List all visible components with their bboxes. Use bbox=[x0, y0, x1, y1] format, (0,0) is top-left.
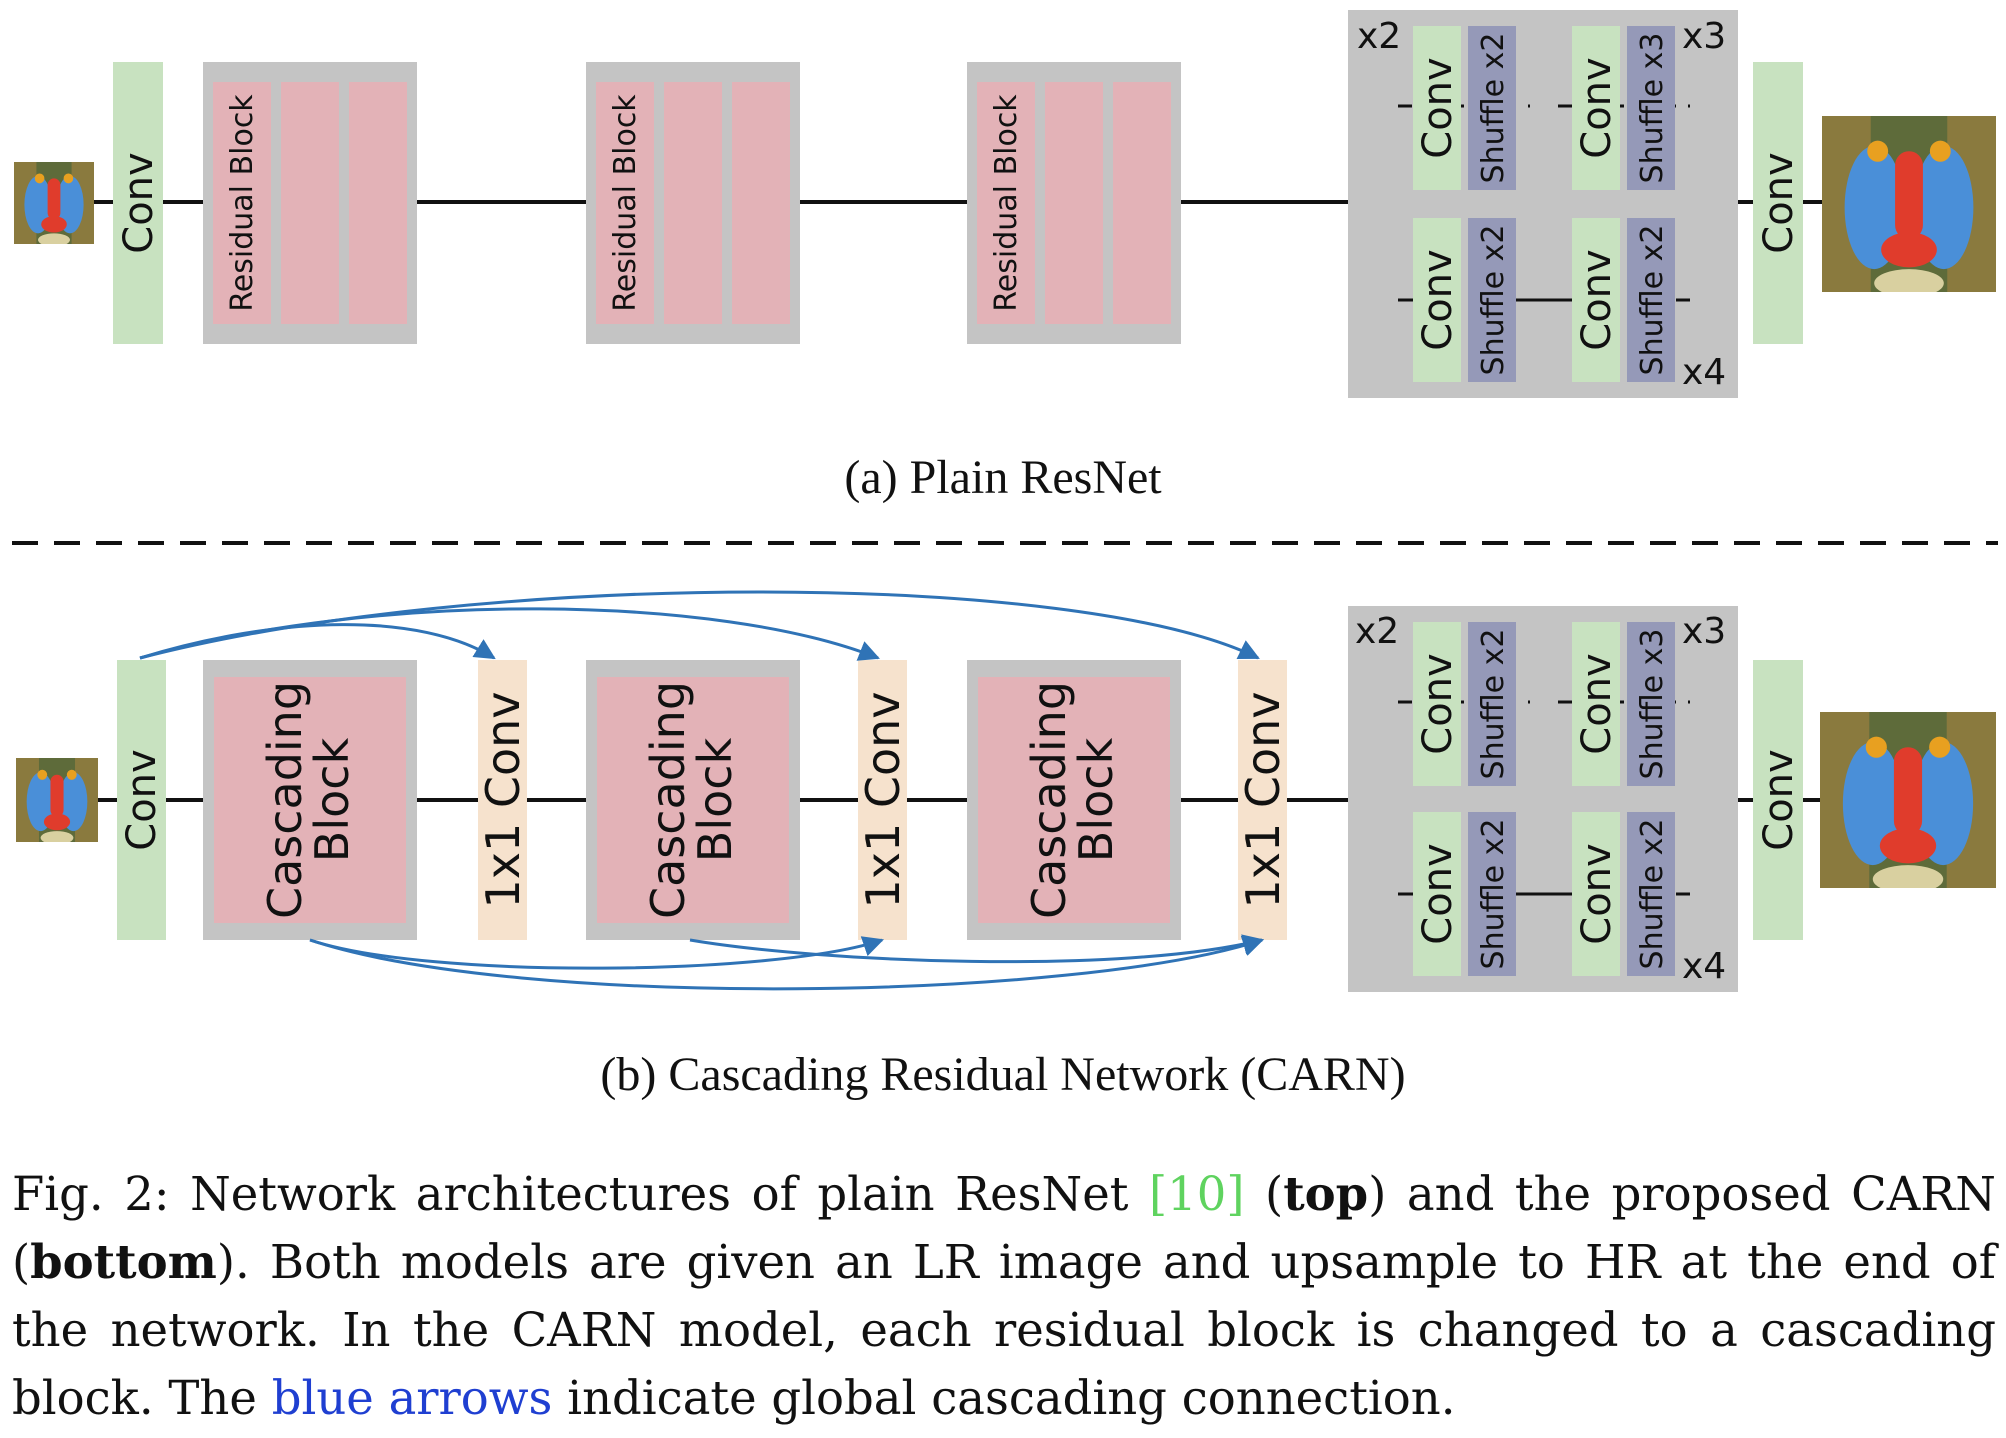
conv-label: Conv bbox=[1756, 152, 1802, 253]
bottom-conv-first: Conv bbox=[117, 660, 166, 940]
conv-label: Conv bbox=[1574, 57, 1620, 158]
conv1x1-1: 1x1 Conv bbox=[476, 660, 530, 940]
shuffle-x3-label: Shuffle x3 bbox=[1635, 33, 1670, 184]
conv-label: Conv bbox=[1574, 843, 1620, 944]
top-conv-last: Conv bbox=[1753, 62, 1803, 344]
cascading-label-line1: Cascading bbox=[641, 681, 695, 919]
conv-label: Conv bbox=[1415, 843, 1461, 944]
figure-caption: Fig. 2: Network architectures of plain R… bbox=[12, 1160, 1996, 1432]
shuffle-x3-label: Shuffle x3 bbox=[1635, 629, 1670, 780]
rep-x2: x2 bbox=[1355, 611, 1399, 652]
residual-block-group-3: Residual Block bbox=[967, 62, 1181, 344]
cascade-arrow-bottom-2 bbox=[309, 935, 1264, 991]
conv1x1-3: 1x1 Conv bbox=[1236, 660, 1290, 940]
conv-label: Conv bbox=[116, 152, 162, 253]
cascading-label-line2: Block bbox=[688, 737, 742, 862]
residual-block-label: Residual Block bbox=[225, 94, 260, 312]
shuffle-x2-label: Shuffle x2 bbox=[1476, 225, 1511, 376]
caption-part3: ) and the proposed CARN ( bbox=[12, 1167, 1996, 1289]
conv-label: Conv bbox=[1415, 653, 1461, 754]
rep-x3: x3 bbox=[1682, 16, 1726, 57]
conv1x1-label: 1x1 Conv bbox=[476, 691, 530, 908]
lr-input-image bbox=[16, 758, 98, 842]
subfigure-caption-b: (b) Cascading Residual Network (CARN) bbox=[600, 1048, 1405, 1101]
cascade-arrow-bottom-3 bbox=[689, 934, 1265, 964]
conv-label: Conv bbox=[1415, 249, 1461, 350]
cascading-label-line1: Cascading bbox=[258, 681, 312, 919]
hr-output-image bbox=[1820, 712, 1996, 888]
shuffle-x2-label: Shuffle x2 bbox=[1476, 33, 1511, 184]
cascade-arrow-bottom-1 bbox=[309, 936, 884, 970]
lr-input-image bbox=[14, 162, 94, 244]
conv-label: Conv bbox=[119, 749, 165, 850]
caption-bold-bottom: bottom bbox=[30, 1234, 217, 1289]
conv-label: Conv bbox=[1756, 749, 1802, 850]
cascading-block-1: Cascading Block bbox=[203, 660, 417, 940]
cascading-block-3: Cascading Block bbox=[967, 660, 1181, 940]
top-upsample-module: x2 x3 x4 Conv Shuffle x2 Conv Shuffle x3… bbox=[1348, 10, 1738, 398]
caption-bold-top: top bbox=[1283, 1166, 1369, 1221]
caption-part4: ). Both models are given an LR image and… bbox=[12, 1235, 1996, 1425]
bottom-upsample-module: x2 x3 x4 Conv Shuffle x2 Conv Shuffle x3… bbox=[1348, 606, 1738, 992]
residual-block-group-1: Residual Block bbox=[203, 62, 417, 344]
rep-x4: x4 bbox=[1682, 352, 1726, 393]
cascade-arrow-top-1 bbox=[139, 623, 496, 660]
residual-block-group-2: Residual Block bbox=[586, 62, 800, 344]
residual-block-label: Residual Block bbox=[608, 94, 643, 312]
caption-part2: ( bbox=[1244, 1167, 1284, 1221]
conv-label: Conv bbox=[1415, 57, 1461, 158]
top-conv-first: Conv bbox=[113, 62, 163, 344]
shuffle-x2-label: Shuffle x2 bbox=[1635, 225, 1670, 376]
citation-link[interactable]: [10] bbox=[1149, 1167, 1245, 1221]
bottom-conv-last: Conv bbox=[1753, 660, 1803, 940]
rep-x4: x4 bbox=[1682, 946, 1726, 987]
cascading-label-line1: Cascading bbox=[1022, 681, 1076, 919]
caption-blue-arrows: blue arrows bbox=[271, 1371, 553, 1425]
conv-label: Conv bbox=[1574, 249, 1620, 350]
conv1x1-label: 1x1 Conv bbox=[1236, 691, 1290, 908]
cascading-label-line2: Block bbox=[305, 737, 359, 862]
shuffle-x2-label: Shuffle x2 bbox=[1476, 819, 1511, 970]
shuffle-x2-label: Shuffle x2 bbox=[1476, 629, 1511, 780]
subfigure-caption-a: (a) Plain ResNet bbox=[844, 451, 1162, 504]
shuffle-x2-label: Shuffle x2 bbox=[1635, 819, 1670, 970]
cascade-arrow-top-3 bbox=[139, 590, 1260, 660]
rep-x3: x3 bbox=[1682, 611, 1726, 652]
cascading-block-2: Cascading Block bbox=[586, 660, 800, 940]
conv-label: Conv bbox=[1574, 653, 1620, 754]
hr-output-image bbox=[1822, 116, 1996, 292]
caption-prefix: Fig. 2: Network architectures of plain R… bbox=[12, 1167, 1150, 1221]
conv1x1-label: 1x1 Conv bbox=[856, 691, 910, 908]
conv1x1-2: 1x1 Conv bbox=[856, 660, 910, 940]
architecture-diagram: Conv Residual Block Residual Block Resid… bbox=[12, 10, 1998, 1101]
caption-part5: indicate global cascading connection. bbox=[552, 1371, 1456, 1425]
carn-diagram: Conv Cascading Block 1x1 Conv Cascading … bbox=[16, 590, 1996, 1101]
rep-x2: x2 bbox=[1357, 16, 1401, 57]
residual-block-label: Residual Block bbox=[989, 94, 1024, 312]
plain-resnet-diagram: Conv Residual Block Residual Block Resid… bbox=[14, 10, 1996, 504]
cascading-label-line2: Block bbox=[1069, 737, 1123, 862]
